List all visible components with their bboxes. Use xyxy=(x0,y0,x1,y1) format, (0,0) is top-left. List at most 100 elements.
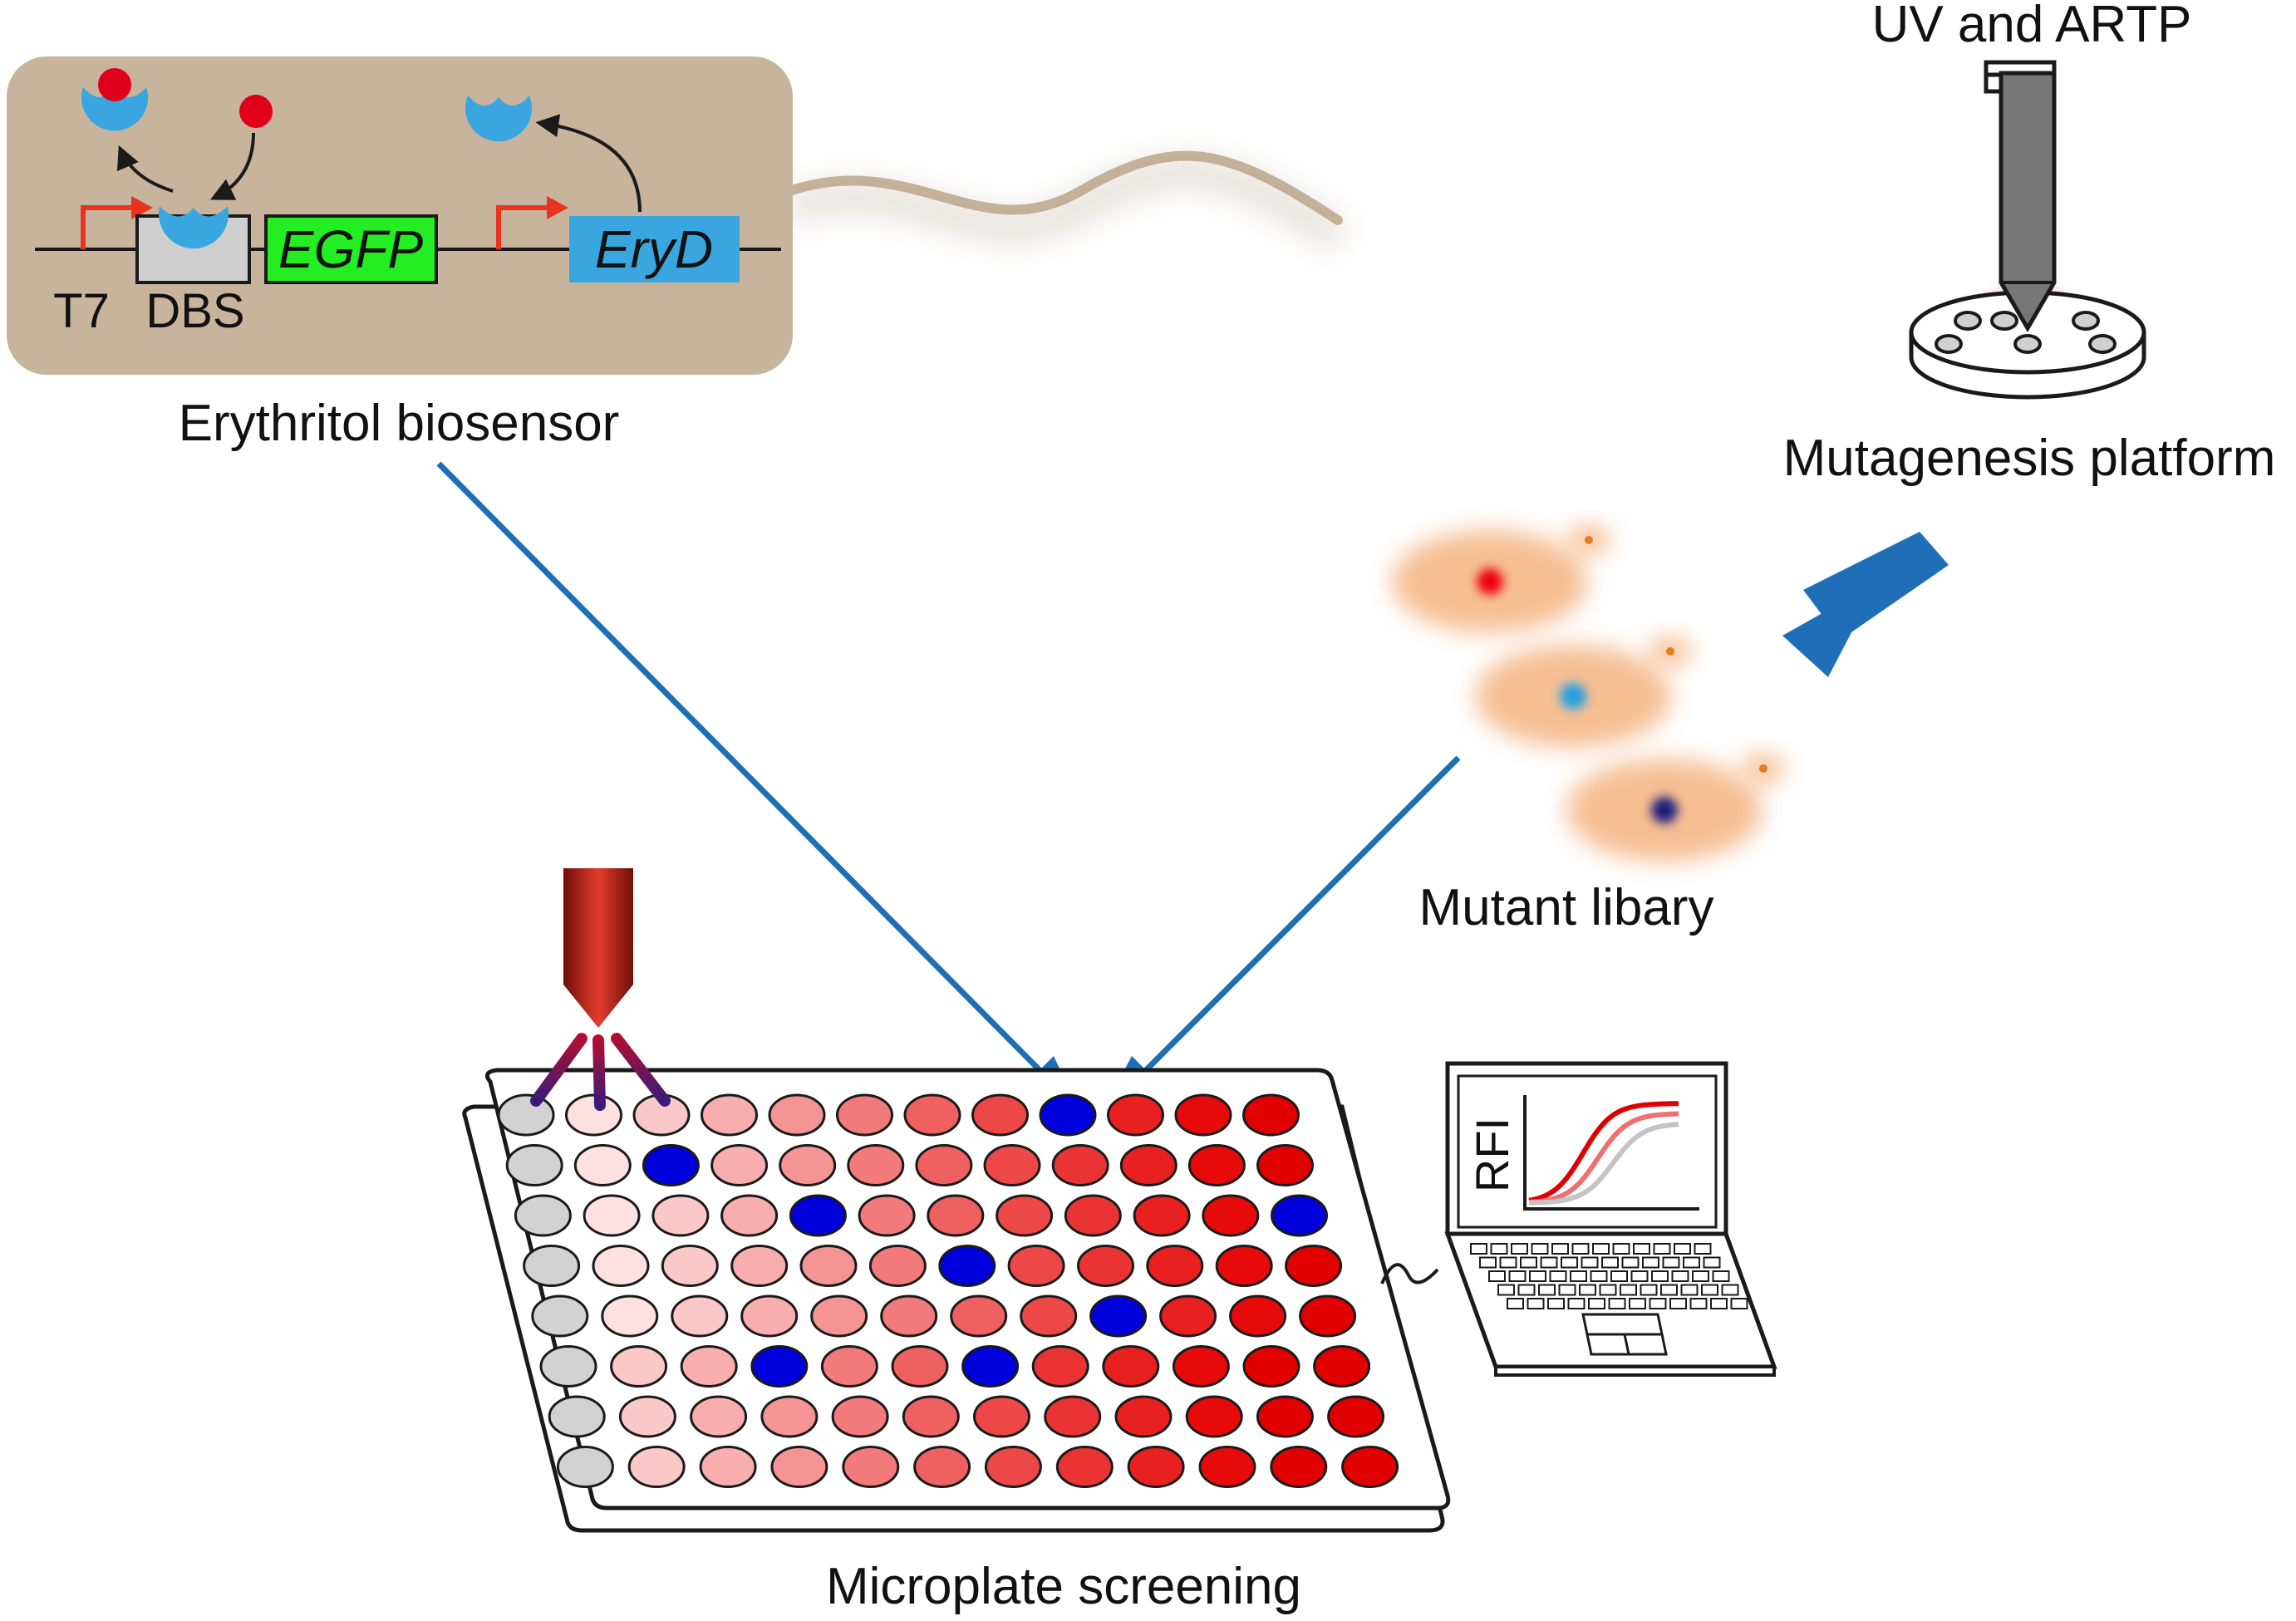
microplate-well xyxy=(750,1345,809,1388)
microplate-well xyxy=(915,1144,973,1186)
rfi-curve xyxy=(1528,1111,1679,1205)
egfp-gene-label: EGFP xyxy=(278,219,424,279)
laptop-key xyxy=(1610,1270,1628,1282)
microplate-well xyxy=(1215,1245,1273,1287)
microplate-well xyxy=(891,1345,949,1388)
microplate-well xyxy=(556,1446,614,1488)
laptop-key xyxy=(1540,1256,1558,1269)
microplate-well xyxy=(690,1395,748,1438)
microplate-well xyxy=(1202,1194,1260,1237)
laptop-key xyxy=(1674,1243,1691,1255)
microplate-well xyxy=(539,1345,597,1388)
eryd-gene-label: EryD xyxy=(595,219,713,279)
laptop-key xyxy=(1579,1284,1596,1296)
microplate-well xyxy=(1044,1395,1102,1438)
microplate-well xyxy=(618,1395,676,1438)
regulator-protein-icon xyxy=(81,87,148,131)
microplate-well xyxy=(1133,1194,1191,1237)
microplate-well xyxy=(1127,1446,1185,1488)
t7-promoter-head xyxy=(131,196,153,219)
microplate-well xyxy=(740,1294,799,1338)
biosensor-panel: EGFP EryD T7 DBS Erythritol biosensor xyxy=(7,56,1346,452)
laptop-key xyxy=(1517,1284,1536,1296)
microplate-well xyxy=(1285,1245,1343,1287)
rfi-curve xyxy=(1528,1101,1679,1203)
microplate-well xyxy=(610,1345,668,1388)
laptop-key xyxy=(1620,1284,1637,1296)
microplate-well xyxy=(627,1446,686,1488)
microplate-well xyxy=(1229,1294,1287,1338)
microplate-well xyxy=(1174,1093,1232,1137)
laptop-key xyxy=(1527,1298,1545,1309)
regulator-protein-icon xyxy=(158,206,229,249)
laptop-key xyxy=(1499,1256,1517,1269)
laptop-key xyxy=(1470,1243,1487,1255)
microplate-well xyxy=(1107,1093,1164,1137)
microplate-well xyxy=(1270,1446,1328,1488)
laptop-key xyxy=(1653,1243,1671,1255)
microplate-well xyxy=(1242,1093,1300,1137)
laptop-key xyxy=(1529,1270,1546,1282)
petri-dish-icon xyxy=(1909,290,2146,400)
microplate-well xyxy=(505,1144,563,1186)
microplate-well xyxy=(868,1245,927,1287)
microplate-well xyxy=(531,1294,589,1338)
laptop-key xyxy=(1621,1256,1640,1269)
egfp-gene-box xyxy=(264,214,438,284)
laptop-key xyxy=(1488,1270,1506,1282)
microplate-well xyxy=(1271,1194,1328,1237)
microplate-well xyxy=(583,1194,641,1237)
microplate-well xyxy=(799,1245,858,1287)
laptop-key xyxy=(1712,1270,1730,1282)
release-arrow xyxy=(116,145,174,193)
microplate-well xyxy=(913,1446,971,1488)
laptop-key xyxy=(1561,1256,1578,1269)
microplate-well xyxy=(1146,1245,1204,1287)
microplate-well xyxy=(642,1144,700,1186)
microplate-well xyxy=(1102,1345,1160,1388)
microplate-well xyxy=(1114,1395,1173,1438)
microplate-well xyxy=(1020,1294,1078,1338)
laptop-key xyxy=(1567,1298,1586,1309)
microplate-well xyxy=(858,1194,916,1237)
microplate-well xyxy=(810,1294,868,1338)
microplate-well xyxy=(842,1446,900,1488)
laptop-key xyxy=(1640,1284,1658,1296)
light-detector-icon xyxy=(530,868,671,1111)
laptop-key xyxy=(1497,1284,1515,1296)
microplate-well xyxy=(1256,1395,1314,1438)
microplate-well xyxy=(973,1395,1030,1438)
microplate-well xyxy=(1055,1446,1114,1488)
microplate-well xyxy=(789,1194,847,1237)
microplate-well xyxy=(1299,1294,1357,1338)
laptop-key xyxy=(1551,1243,1569,1255)
laptop-key xyxy=(1692,1270,1709,1282)
laptop-key xyxy=(1612,1243,1630,1255)
microplate-well xyxy=(1341,1446,1399,1488)
laptop-key xyxy=(1590,1270,1608,1282)
microplate-well xyxy=(1159,1294,1217,1338)
microplate-well xyxy=(514,1194,572,1237)
biosensor-label: Erythritol biosensor xyxy=(179,395,620,452)
biosensor-flagellum-shadow xyxy=(784,158,1346,249)
microplate-well xyxy=(565,1093,622,1137)
microplate-well xyxy=(523,1245,581,1287)
laptop-key xyxy=(1669,1298,1687,1309)
laptop-key xyxy=(1531,1243,1549,1255)
microplate-label: Microplate screening xyxy=(826,1558,1301,1615)
microplate-well xyxy=(1313,1345,1371,1388)
laptop-key xyxy=(1511,1243,1528,1255)
laptop-key xyxy=(1592,1243,1610,1255)
microplate-well xyxy=(971,1093,1029,1137)
t7-promoter-arrow xyxy=(81,205,133,249)
microplate-well xyxy=(699,1446,757,1488)
laptop-key xyxy=(1633,1243,1650,1255)
library-to-plate-arrow xyxy=(1132,755,1461,1084)
microplate-well xyxy=(847,1144,905,1186)
microplate-well xyxy=(730,1245,789,1287)
microplate-well xyxy=(1119,1144,1177,1186)
laptop-key xyxy=(1547,1298,1565,1309)
laptop-keyboard xyxy=(1470,1243,1748,1309)
laptop-key xyxy=(1490,1243,1508,1255)
